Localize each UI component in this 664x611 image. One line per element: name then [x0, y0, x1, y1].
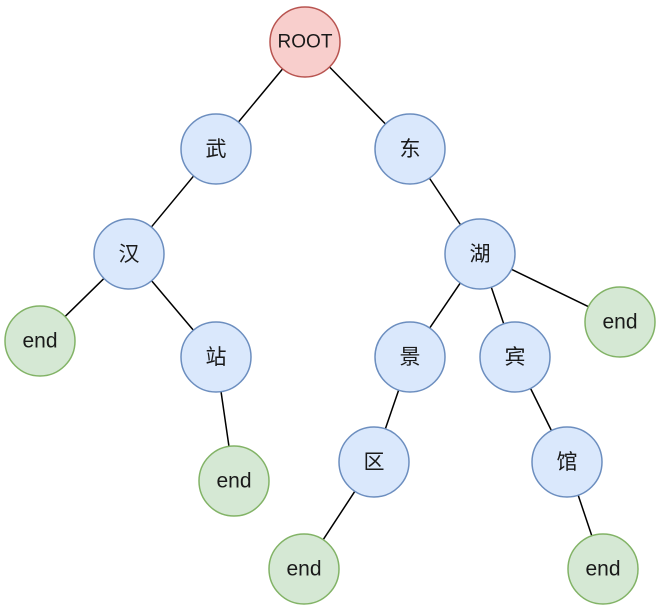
node-circle-wu [180, 113, 252, 185]
node-label-root: ROOT [278, 32, 333, 53]
edge-han-end1 [64, 277, 105, 318]
node-circle-bin [479, 321, 551, 393]
node-label-qu: 区 [364, 450, 385, 474]
node-label-end2: end [602, 311, 637, 334]
node-circle-qu [338, 426, 410, 498]
node-circle-end3 [198, 445, 270, 517]
node-circle-end5 [567, 533, 639, 605]
node-label-end1: end [22, 330, 57, 353]
node-label-han: 汉 [119, 242, 140, 266]
node-root: ROOT [269, 6, 341, 78]
node-circle-end4 [268, 533, 340, 605]
edge-han-zhan [151, 280, 194, 331]
node-hu: 湖 [444, 218, 516, 290]
edge-hu-bin [490, 286, 505, 325]
edge-zhan-end3 [220, 391, 230, 447]
node-jing: 景 [374, 321, 446, 393]
node-circle-end1 [4, 305, 76, 377]
node-dong: 东 [374, 113, 446, 185]
node-end5: end [567, 533, 639, 605]
node-end1: end [4, 305, 76, 377]
edge-dong-hu [428, 177, 462, 226]
edge-qu-end4 [322, 490, 356, 541]
node-label-guan: 馆 [557, 450, 578, 474]
node-qu: 区 [338, 426, 410, 498]
edge-guan-end5 [577, 494, 593, 537]
edge-root-wu [237, 68, 284, 123]
node-circle-guan [531, 426, 603, 498]
node-label-end4: end [286, 558, 321, 581]
node-circle-root [269, 6, 341, 78]
edge-bin-guan [529, 388, 553, 431]
node-circle-end2 [584, 286, 656, 358]
node-label-jing: 景 [400, 345, 421, 369]
node-label-zhan: 站 [206, 345, 227, 369]
node-bin: 宾 [479, 321, 551, 393]
node-circle-dong [374, 113, 446, 185]
node-label-wu: 武 [206, 137, 227, 161]
edge-hu-end2 [511, 268, 589, 308]
node-zhan: 站 [180, 321, 252, 393]
node-label-dong: 东 [400, 137, 421, 161]
node-han: 汉 [93, 218, 165, 290]
node-label-end3: end [216, 470, 251, 493]
edge-hu-jing [429, 282, 461, 329]
node-label-hu: 湖 [470, 242, 491, 266]
node-end2: end [584, 286, 656, 358]
node-circle-han [93, 218, 165, 290]
node-wu: 武 [180, 113, 252, 185]
node-circle-hu [444, 218, 516, 290]
node-circle-zhan [180, 321, 252, 393]
edge-jing-qu [384, 389, 400, 430]
node-end4: end [268, 533, 340, 605]
edge-root-dong [328, 66, 387, 125]
node-end3: end [198, 445, 270, 517]
node-circle-jing [374, 321, 446, 393]
node-label-end5: end [585, 558, 620, 581]
tree-nodes: ROOT 武 东汉 湖 end 站 景 宾 end end 区 馆 end end [4, 6, 656, 605]
tree-edges [64, 66, 593, 541]
node-label-bin: 宾 [505, 345, 526, 369]
node-guan: 馆 [531, 426, 603, 498]
edge-wu-han [150, 175, 195, 228]
